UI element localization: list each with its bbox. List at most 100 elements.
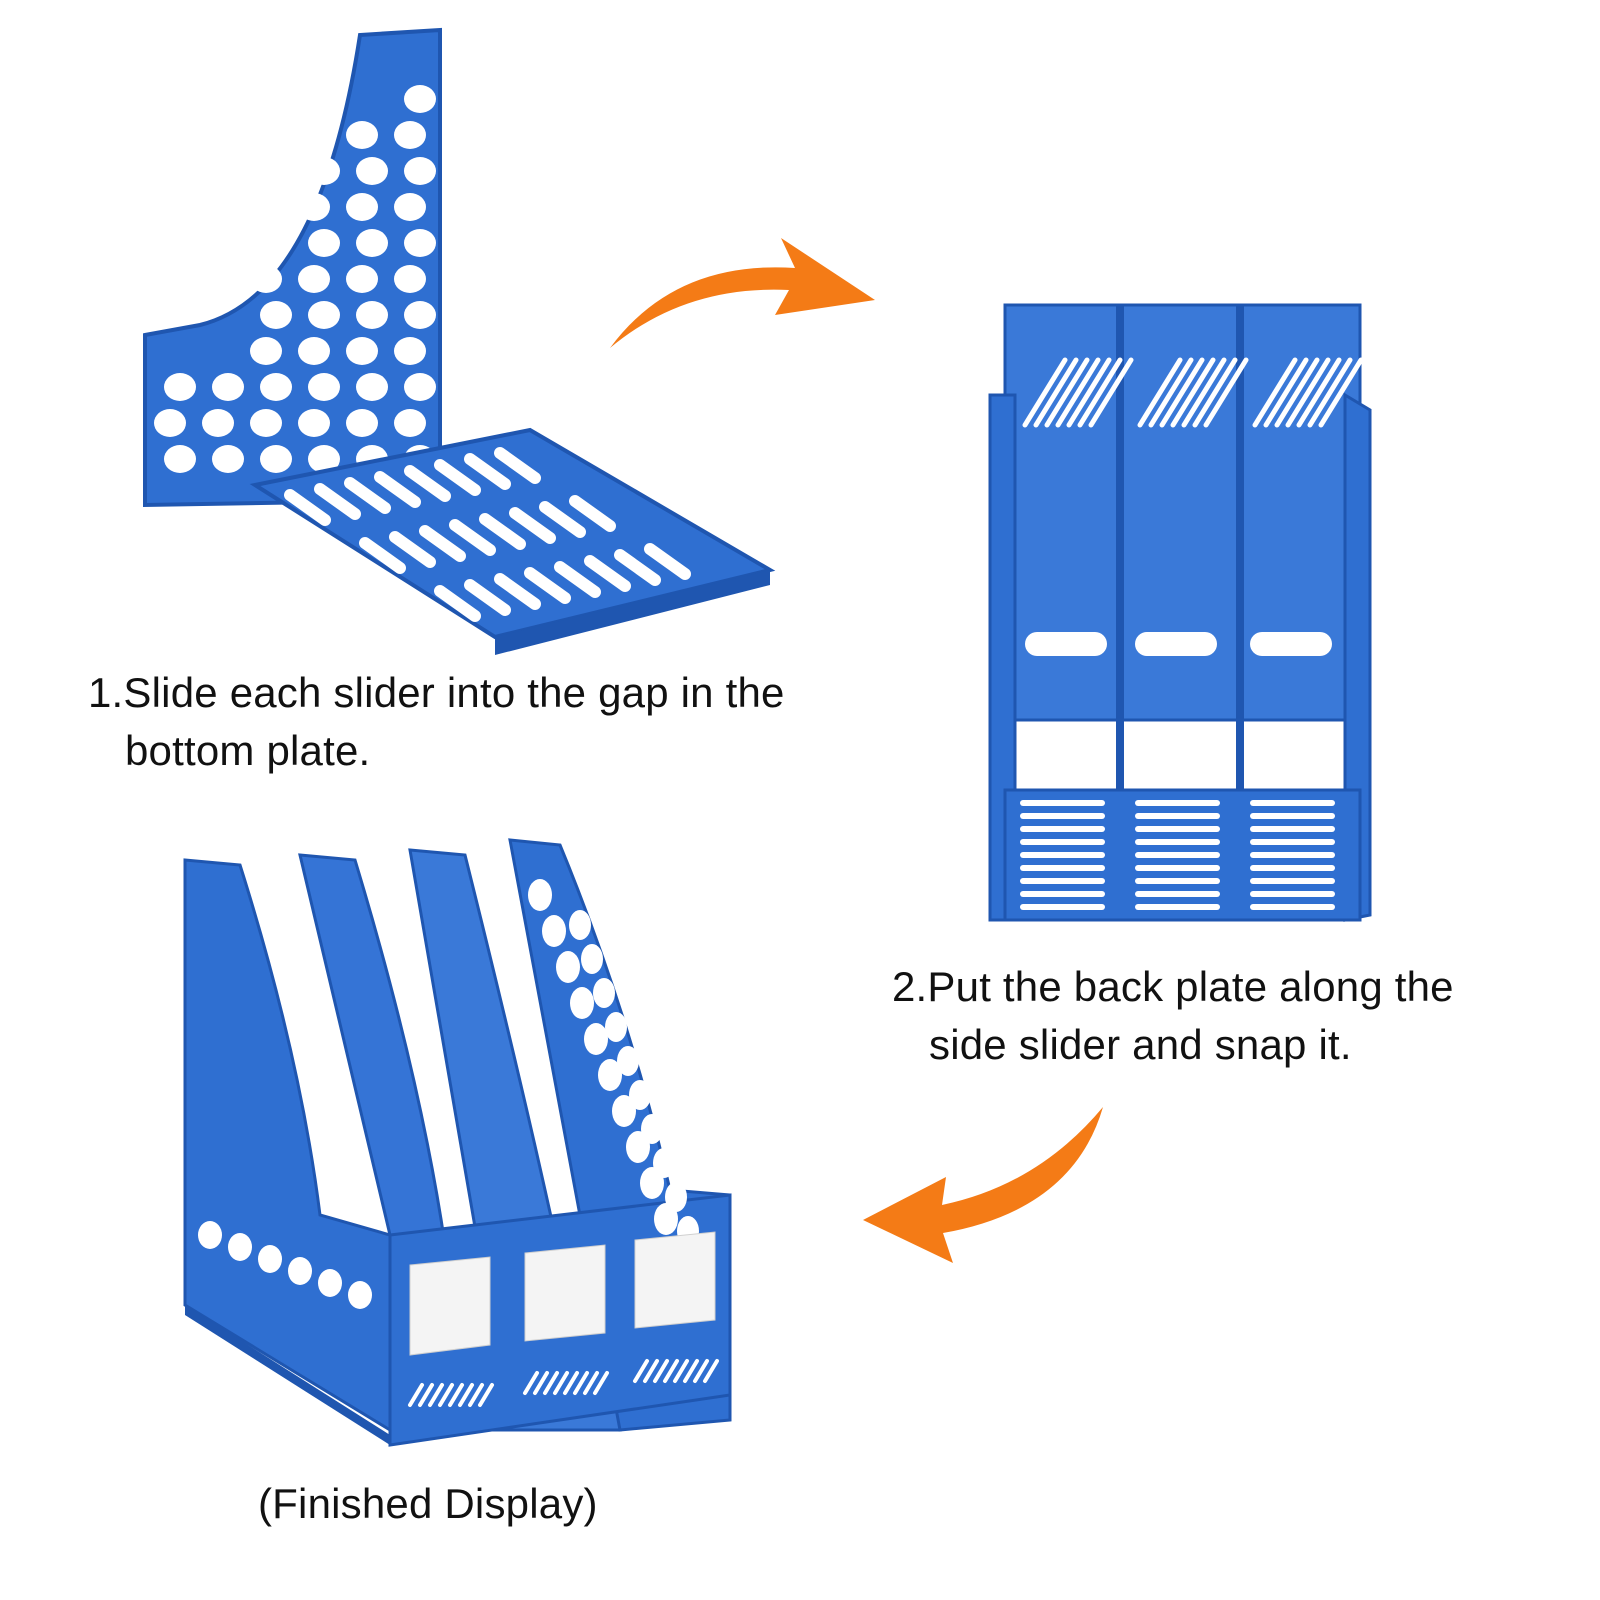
floor-slot [1020, 813, 1105, 819]
hole [569, 910, 591, 940]
hole [212, 373, 244, 401]
step1-parts-illustration [140, 25, 790, 660]
step1-caption-line1: 1.Slide each slider into the gap in the [88, 669, 785, 716]
side-plate [143, 27, 442, 508]
hole [346, 409, 378, 437]
slot [644, 543, 691, 580]
hole [346, 193, 378, 221]
hole [404, 301, 436, 329]
hole [164, 373, 196, 401]
vent [693, 1359, 709, 1383]
hole [260, 445, 292, 473]
floor-slot [1020, 865, 1105, 871]
vent [543, 1371, 559, 1395]
slot [449, 519, 496, 556]
hole [202, 409, 234, 437]
hole [404, 373, 436, 401]
vent [408, 1383, 424, 1407]
hole [605, 1012, 627, 1042]
hatch [1318, 357, 1364, 428]
hole [629, 1080, 651, 1110]
floor-slot [1020, 826, 1105, 832]
step2-caption-line2: side slider and snap it. [929, 1021, 1352, 1068]
finished-display-illustration [180, 835, 740, 1450]
hole [298, 337, 330, 365]
floor-slot [1135, 878, 1220, 884]
floor-slot [1135, 891, 1220, 897]
hole [346, 121, 378, 149]
step1-caption-line2: bottom plate. [125, 727, 371, 774]
hole [598, 1059, 622, 1091]
curved-arrow-right-icon [605, 230, 885, 355]
hatch [1159, 357, 1205, 428]
slot [554, 561, 601, 598]
hole [154, 409, 186, 437]
slot [464, 453, 511, 490]
vent [703, 1359, 719, 1383]
hole [394, 193, 426, 221]
back-plate-vent-hatches [1022, 357, 1364, 428]
vent [583, 1371, 599, 1395]
slot [344, 477, 391, 514]
hole [356, 229, 388, 257]
slot [389, 531, 436, 568]
vent [458, 1383, 474, 1407]
slot [569, 495, 616, 532]
vent [468, 1383, 484, 1407]
hole [593, 978, 615, 1008]
floor-slot [1135, 826, 1220, 832]
hole [346, 337, 378, 365]
floor-slot [1020, 800, 1105, 806]
floor-slot [1135, 800, 1220, 806]
hole [404, 85, 436, 113]
slot [479, 513, 526, 550]
floor-slot [1135, 904, 1220, 910]
hole [308, 157, 340, 185]
vent [563, 1371, 579, 1395]
finished-side-holes [198, 879, 699, 1309]
vent [523, 1371, 539, 1395]
step1-parts-svg [143, 27, 776, 655]
slot [584, 555, 631, 592]
hole [404, 157, 436, 185]
slot [434, 585, 481, 622]
hatch [1296, 357, 1342, 428]
hole [356, 301, 388, 329]
hole [260, 373, 292, 401]
slot [614, 549, 661, 586]
slot [374, 471, 421, 508]
slot [494, 447, 541, 484]
hole [308, 373, 340, 401]
vent [438, 1383, 454, 1407]
step2-caption-line1: 2.Put the back plate along the [892, 963, 1454, 1010]
vent [663, 1359, 679, 1383]
hole [394, 409, 426, 437]
curved-arrow-left-icon [858, 1105, 1108, 1270]
slot [539, 501, 586, 538]
step2-caption: 2.Put the back plate along the side slid… [892, 958, 1454, 1074]
hole [164, 445, 196, 473]
vent [593, 1371, 609, 1395]
vent [553, 1371, 569, 1395]
vent [478, 1383, 494, 1407]
hatch [1285, 357, 1331, 428]
floor-slot [1020, 891, 1105, 897]
floor-slot [1020, 852, 1105, 858]
step1-caption: 1.Slide each slider into the gap in the … [88, 664, 785, 780]
handle-slot [1135, 632, 1217, 656]
vent [643, 1359, 659, 1383]
vent [533, 1371, 549, 1395]
slot [434, 459, 481, 496]
slot [284, 489, 331, 526]
hole [612, 1095, 636, 1127]
hole [258, 1245, 282, 1273]
hole [250, 409, 282, 437]
hatch [1181, 357, 1227, 428]
bottom-plate-slots [284, 447, 691, 622]
vent [653, 1359, 669, 1383]
front-label-cards [409, 1231, 716, 1356]
hole [260, 301, 292, 329]
hole [356, 373, 388, 401]
handle-slot [1025, 632, 1107, 656]
floor-slot [1250, 839, 1335, 845]
